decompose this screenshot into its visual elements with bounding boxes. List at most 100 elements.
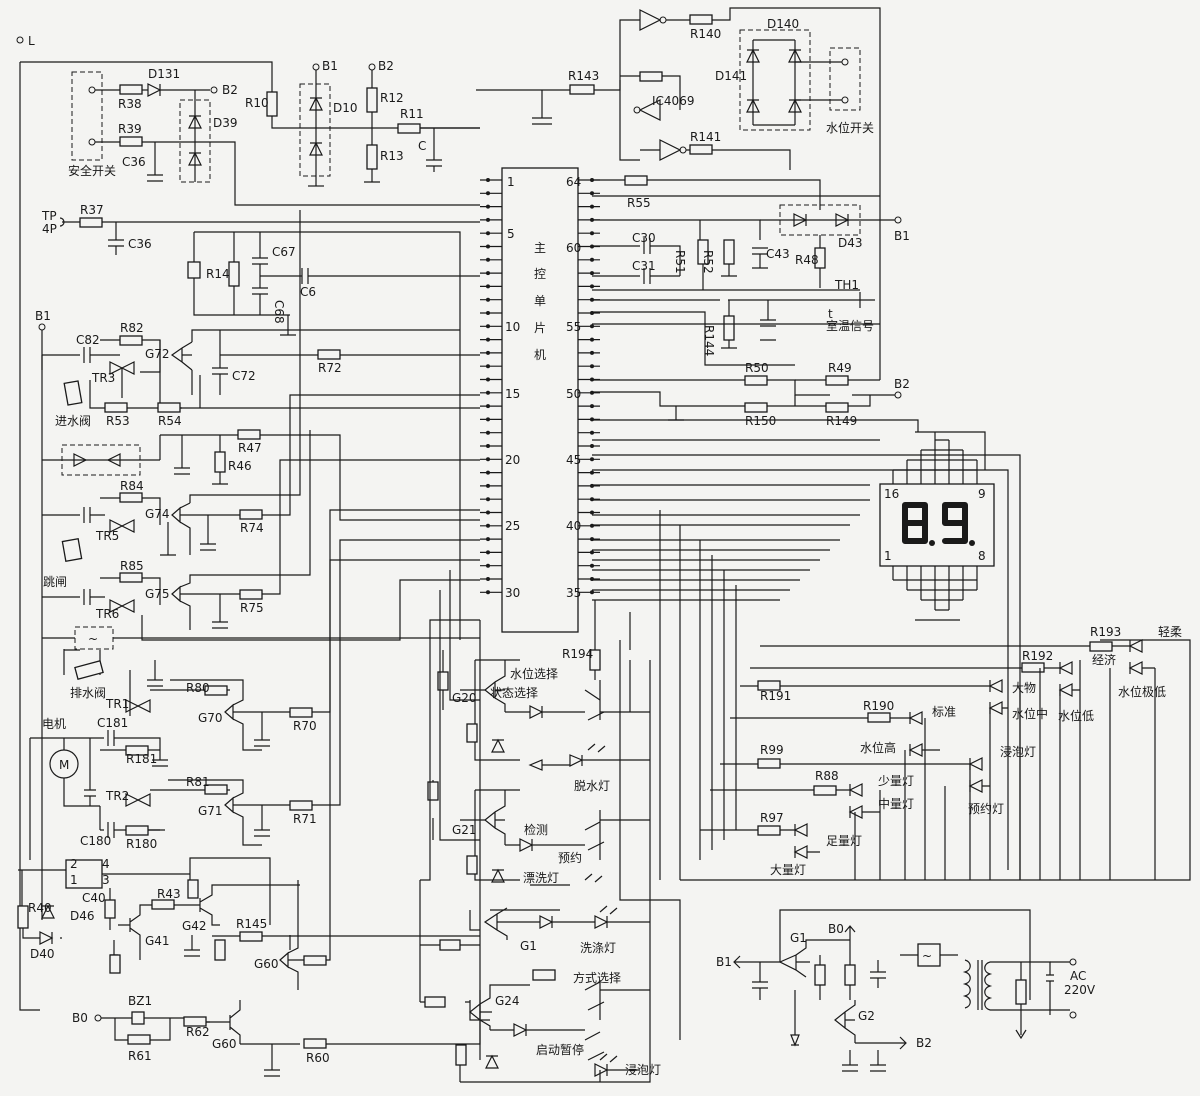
mcu-pin-10: 10 [505, 320, 520, 334]
svg-text:R61: R61 [128, 1049, 152, 1063]
mcu-pin-dot [486, 244, 490, 249]
svg-text:G2: G2 [858, 1009, 875, 1023]
svg-text:R54: R54 [158, 414, 182, 428]
svg-text:R11: R11 [400, 107, 424, 121]
mcu-pins [480, 178, 600, 595]
svg-text:2: 2 [70, 857, 78, 871]
svg-text:G70: G70 [198, 711, 223, 725]
svg-text:B2: B2 [916, 1036, 932, 1050]
mcu-pin-dot [590, 231, 594, 236]
motor-drive: 电机 M TR1 R80 G70 R70 C181 R181 TR2 R81 G… [29, 509, 480, 860]
svg-text:B1: B1 [716, 955, 732, 969]
svg-text:少量灯: 少量灯 [878, 774, 914, 788]
svg-text:R72: R72 [318, 361, 342, 375]
svg-text:C68: C68 [272, 300, 286, 324]
svg-text:TH1: TH1 [834, 278, 859, 292]
svg-text:C36: C36 [122, 155, 146, 169]
mcu-pin-30: 30 [505, 586, 520, 600]
svg-text:R49: R49 [828, 361, 852, 375]
svg-text:排水阀: 排水阀 [70, 686, 106, 700]
mcu-pin-dot [486, 523, 490, 528]
svg-text:~: ~ [88, 632, 98, 646]
svg-text:中量灯: 中量灯 [878, 796, 914, 811]
svg-text:IC4069: IC4069 [652, 94, 694, 108]
svg-text:R192: R192 [1022, 649, 1053, 663]
svg-text:G75: G75 [145, 587, 170, 601]
svg-text:安全开关: 安全开关 [68, 163, 116, 178]
svg-text:检测: 检测 [524, 822, 548, 837]
svg-text:足量灯: 足量灯 [826, 834, 862, 848]
mcu-pin-dot [590, 430, 594, 435]
mcu-pin-dot [590, 350, 594, 355]
svg-text:M: M [59, 758, 69, 772]
svg-text:TP: TP [41, 209, 57, 223]
mcu-pin-20: 20 [505, 453, 520, 467]
svg-text:C72: C72 [232, 369, 256, 383]
svg-text:漂洗灯: 漂洗灯 [523, 871, 559, 885]
power-supply: B1 G1 B0 G2 B2 ~ AC 220V [716, 909, 1096, 1072]
svg-text:R191: R191 [760, 689, 791, 703]
svg-text:电机: 电机 [42, 717, 66, 731]
inlet-valve-driver: B1 C82 R82 TR3 进水阀 R53 R54 G72 C72 R72 [35, 309, 480, 890]
mcu-label-5: 机 [534, 348, 546, 362]
mcu-pin-dot [486, 457, 490, 462]
svg-text:L: L [28, 34, 35, 48]
mcu-pin-dot [486, 297, 490, 302]
svg-text:BZ1: BZ1 [128, 994, 152, 1008]
svg-text:4P: 4P [42, 222, 57, 236]
water-level-ic: R143 R140 IC4069 R141 D140 D141 水位开关 [476, 7, 881, 380]
svg-text:B1: B1 [894, 229, 910, 243]
safety-switch: 安全开关 R38 D131 B2 R39 C36 D39 [68, 67, 480, 206]
svg-text:9: 9 [978, 487, 986, 501]
svg-text:R43: R43 [157, 887, 181, 901]
svg-text:大量灯: 大量灯 [770, 863, 806, 877]
mcu-pin-dot [486, 563, 490, 568]
svg-text:G60: G60 [254, 957, 279, 971]
svg-text:B1: B1 [322, 59, 338, 73]
mcu-pin-1: 1 [507, 175, 515, 189]
svg-text:R74: R74 [240, 521, 264, 535]
mcu-pin-dot [486, 550, 490, 555]
led-matrix: R193 轻柔 水位极低 R192 经济 水位低 R191 大物 水位中 R19… [592, 454, 1191, 881]
mcu-pin-dot [486, 590, 490, 595]
relay-section: C40 2 4 1 3 R40 D40 D46 R43 G41 G42 R145… [17, 559, 480, 990]
svg-text:C40: C40 [82, 891, 106, 905]
seven-seg-display: 16 9 1 8 [592, 419, 995, 621]
mcu-pin-dot [486, 390, 490, 395]
svg-text:TR1: TR1 [105, 697, 129, 711]
svg-text:220V: 220V [1064, 983, 1096, 997]
svg-text:R82: R82 [120, 321, 144, 335]
svg-text:R143: R143 [568, 69, 599, 83]
mcu-pin-dot [590, 470, 594, 475]
mcu-pin-dot [486, 377, 490, 382]
svg-text:经济: 经济 [1092, 652, 1116, 667]
svg-text:R180: R180 [126, 837, 157, 851]
svg-text:状态选择: 状态选择 [490, 686, 538, 700]
svg-text:4: 4 [102, 857, 110, 871]
mcu-pin-dot [486, 497, 490, 502]
svg-text:R46: R46 [228, 459, 252, 473]
svg-text:C82: C82 [76, 333, 100, 347]
svg-text:R38: R38 [118, 97, 142, 111]
mcu-pin-dot [590, 590, 594, 595]
svg-text:B0: B0 [72, 1011, 88, 1025]
svg-text:洗涤灯: 洗涤灯 [580, 941, 616, 955]
svg-text:C: C [418, 139, 426, 153]
svg-text:C31: C31 [632, 259, 656, 273]
test-point: TP 4P R37 C36 [41, 203, 480, 255]
svg-text:16: 16 [884, 487, 899, 501]
mcu-pin-dot [590, 404, 594, 409]
mcu-pin-dot [590, 550, 594, 555]
svg-text:B2: B2 [222, 83, 238, 97]
svg-text:R190: R190 [863, 699, 894, 713]
mcu-pin-dot [486, 257, 490, 262]
mcu-pin-dot [590, 191, 594, 196]
mcu-pin-dot [590, 257, 594, 262]
svg-text:B2: B2 [378, 59, 394, 73]
mcu-pin-dot [590, 271, 594, 276]
mcu-label-3: 单 [534, 294, 546, 308]
trip2-driver: R85 TR6 G75 R75 [42, 430, 480, 641]
voltage-dividers: R10 B1 D10 B2 R12 R13 R11 C [245, 59, 480, 187]
svg-text:R60: R60 [306, 1051, 330, 1065]
svg-text:G60: G60 [212, 1037, 237, 1051]
